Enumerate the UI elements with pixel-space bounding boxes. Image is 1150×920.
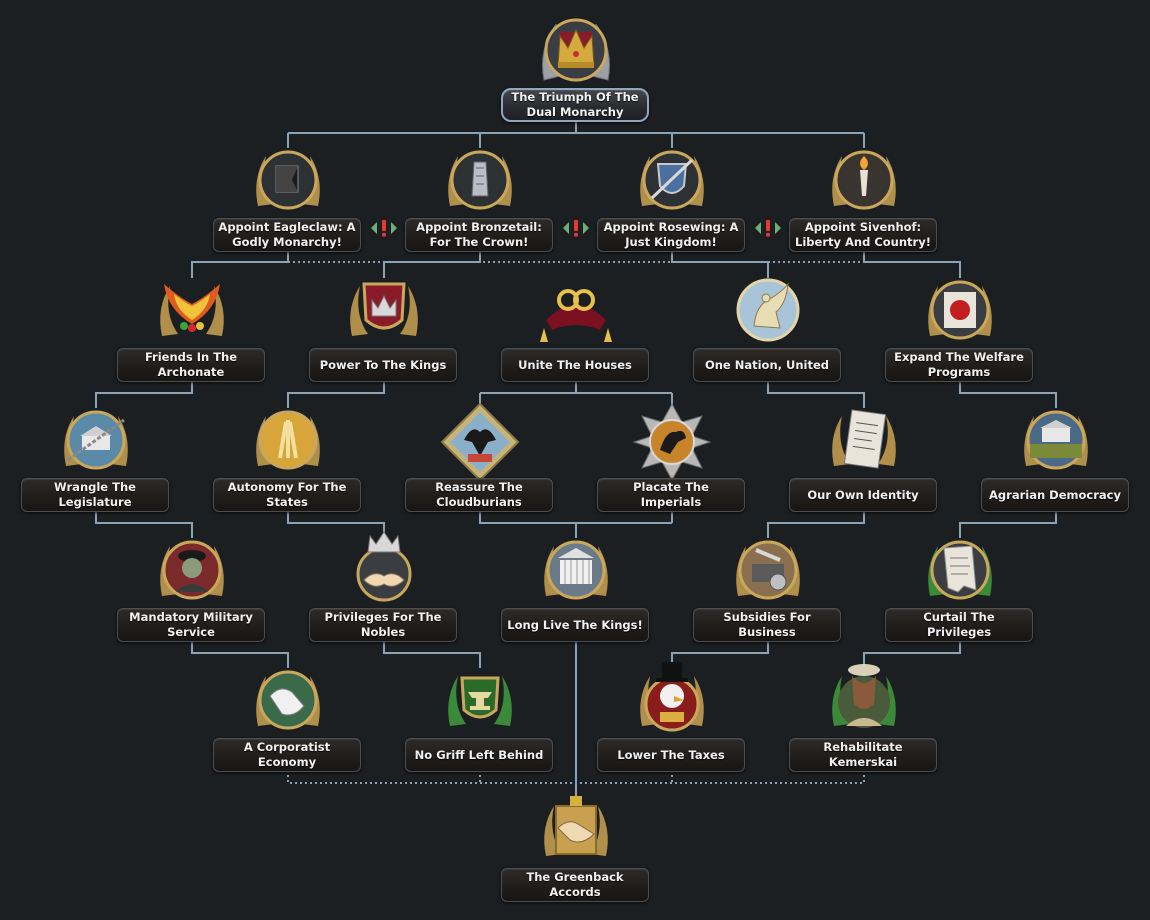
wedding-rings-icon (534, 270, 618, 354)
focus-no-griff[interactable]: No Griff Left Behind (405, 660, 555, 790)
focus-bronzetail[interactable]: Appoint Bronzetail: For The Crown! (405, 140, 555, 270)
focus-unite-houses[interactable]: Unite The Houses (501, 270, 651, 400)
farm-parliament-icon (1014, 400, 1098, 484)
focus-eagleclaw[interactable]: Appoint Eagleclaw: A Godly Monarchy! (213, 140, 363, 270)
palace-building-icon (534, 530, 618, 614)
shield-sword-icon (630, 140, 714, 224)
focus-label: Reassure The Cloudburians (405, 478, 553, 512)
focus-autonomy[interactable]: Autonomy For The States (213, 400, 363, 530)
focus-label: One Nation, United (693, 348, 841, 382)
focus-label: Rehabilitate Kemerskai (789, 738, 937, 772)
griffin-emblem-icon (726, 270, 810, 354)
focus-legislature[interactable]: Wrangle The Legislature (21, 400, 171, 530)
focus-label: Appoint Sivenhof: Liberty And Country! (789, 218, 937, 252)
focus-label: Agrarian Democracy (981, 478, 1129, 512)
torn-paper-icon (918, 530, 1002, 614)
focus-label: No Griff Left Behind (405, 738, 553, 772)
focus-cloudburians[interactable]: Reassure The Cloudburians (405, 400, 555, 530)
focus-power-kings[interactable]: Power To The Kings (309, 270, 459, 400)
focus-curtail[interactable]: Curtail The Privileges (885, 530, 1035, 660)
focus-label: Subsidies For Business (693, 608, 841, 642)
focus-identity[interactable]: Our Own Identity (789, 400, 939, 530)
mutually-exclusive-icon (562, 218, 590, 238)
focus-label: The Triumph Of The Dual Monarchy (501, 88, 649, 122)
focus-welfare[interactable]: Expand The Welfare Programs (885, 270, 1035, 400)
royal-crown-icon (534, 10, 618, 94)
soldier-portrait-icon (150, 530, 234, 614)
focus-label: Placate The Imperials (597, 478, 745, 512)
focus-triumph[interactable]: The Triumph Of The Dual Monarchy (501, 10, 651, 140)
focus-label: Long Live The Kings! (501, 608, 649, 642)
focus-label: Curtail The Privileges (885, 608, 1033, 642)
focus-military[interactable]: Mandatory Military Service (117, 530, 267, 660)
focus-corporatist[interactable]: A Corporatist Economy (213, 660, 363, 790)
focus-label: The Greenback Accords (501, 868, 649, 902)
officer-portrait-icon (822, 660, 906, 744)
focus-label: Mandatory Military Service (117, 608, 265, 642)
mutually-exclusive-icon (754, 218, 782, 238)
dark-banner-icon (246, 140, 330, 224)
tophat-griffin-icon (630, 660, 714, 744)
focus-kemerskai[interactable]: Rehabilitate Kemerskai (789, 660, 939, 790)
focus-label: Wrangle The Legislature (21, 478, 169, 512)
focus-archonate[interactable]: Friends In The Archonate (117, 270, 267, 400)
wheat-sheaf-icon (246, 400, 330, 484)
chained-parliament-icon (54, 400, 138, 484)
focus-taxes[interactable]: Lower The Taxes (597, 660, 747, 790)
mutually-exclusive-icon (370, 218, 398, 238)
focus-label: Power To The Kings (309, 348, 457, 382)
crown-shield-icon (342, 270, 426, 354)
focus-label: Our Own Identity (789, 478, 937, 512)
industry-tools-icon (726, 530, 810, 614)
focus-label: Appoint Rosewing: A Just Kingdom! (597, 218, 745, 252)
focus-label: Unite The Houses (501, 348, 649, 382)
focus-business[interactable]: Subsidies For Business (693, 530, 843, 660)
focus-label: Appoint Bronzetail: For The Crown! (405, 218, 553, 252)
focus-label: Friends In The Archonate (117, 348, 265, 382)
focus-label: Privileges For The Nobles (309, 608, 457, 642)
focus-rosewing[interactable]: Appoint Rosewing: A Just Kingdom! (597, 140, 747, 270)
focus-label: Lower The Taxes (597, 738, 745, 772)
armored-gauntlet-icon (438, 140, 522, 224)
focus-label: Autonomy For The States (213, 478, 361, 512)
focus-label: Appoint Eagleclaw: A Godly Monarchy! (213, 218, 361, 252)
raised-torch-icon (822, 140, 906, 224)
focus-nobles[interactable]: Privileges For The Nobles (309, 530, 459, 660)
focus-long-live[interactable]: Long Live The Kings! (501, 530, 651, 660)
focus-agrarian[interactable]: Agrarian Democracy (981, 400, 1131, 530)
phoenix-wings-icon (150, 270, 234, 354)
focus-label: A Corporatist Economy (213, 738, 361, 772)
red-seal-icon (918, 270, 1002, 354)
gloved-handshake-icon (246, 660, 330, 744)
green-anvil-icon (438, 660, 522, 744)
document-scroll-icon (822, 400, 906, 484)
imperial-cross-icon (630, 400, 714, 484)
crowned-handshake-icon (342, 530, 426, 614)
focus-sivenhof[interactable]: Appoint Sivenhof: Liberty And Country! (789, 140, 939, 270)
golden-handshake-icon (534, 790, 618, 874)
focus-label: Expand The Welfare Programs (885, 348, 1033, 382)
focus-greenback[interactable]: The Greenback Accords (501, 790, 651, 920)
eagle-crest-icon (438, 400, 522, 484)
focus-imperials[interactable]: Placate The Imperials (597, 400, 747, 530)
focus-one-nation[interactable]: One Nation, United (693, 270, 843, 400)
